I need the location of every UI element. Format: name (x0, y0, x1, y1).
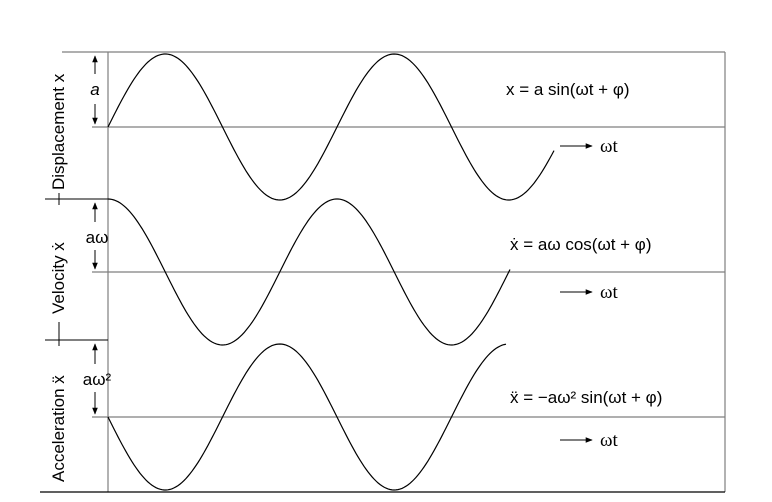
time-arrow-displacement: ωt (560, 136, 619, 157)
amplitude-arrow-displacement: a (90, 55, 100, 125)
amplitude-label-velocity: aω (86, 228, 109, 247)
time-label-displacement: ωt (600, 136, 619, 157)
label-displacement: Displacement x (49, 73, 68, 190)
label-acceleration: Acceleration ẍ (49, 375, 68, 482)
amplitude-arrow-acceleration: aω² (83, 343, 112, 415)
curve-acceleration (107, 343, 507, 491)
time-label-acceleration: ωt (600, 430, 619, 451)
amplitude-label-displacement: a (90, 80, 99, 99)
label-velocity: Velocity ẋ (49, 242, 68, 314)
time-arrow-velocity: ωt (560, 282, 619, 303)
equation-velocity: ẋ = aω cos(ωt + φ) (510, 235, 652, 254)
time-arrow-acceleration: ωt (560, 430, 619, 451)
equation-displacement: x = a sin(ωt + φ) (506, 80, 630, 99)
time-label-velocity: ωt (600, 282, 619, 303)
curve-displacement (107, 53, 555, 201)
curve-velocity (107, 198, 511, 346)
equation-acceleration: ẍ = −aω² sin(ωt + φ) (510, 388, 662, 407)
amplitude-arrow-velocity: aω (86, 202, 109, 270)
amplitude-label-acceleration: aω² (83, 370, 112, 389)
